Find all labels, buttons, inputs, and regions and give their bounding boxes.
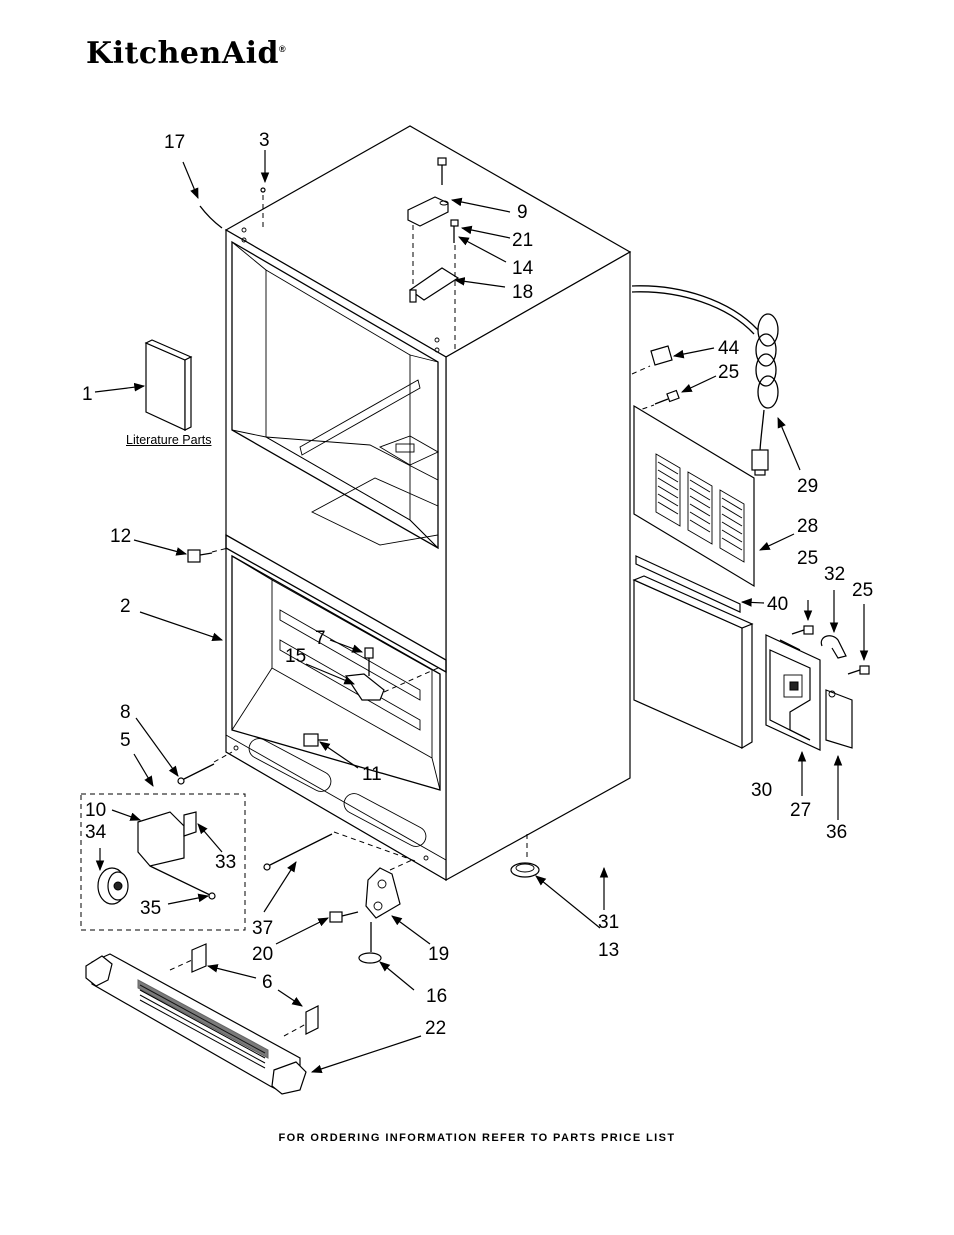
callout-1: 1 xyxy=(82,384,93,405)
callout-31: 31 xyxy=(598,912,619,933)
electrical-bracket xyxy=(765,634,821,751)
clip-32 xyxy=(820,635,847,659)
callout-19: 19 xyxy=(428,944,449,965)
grille-clip-right xyxy=(283,1005,319,1037)
callout-22: 22 xyxy=(425,1018,446,1039)
callout-3: 3 xyxy=(259,130,270,151)
callout-7: 7 xyxy=(315,628,326,649)
screw-12 xyxy=(187,547,229,563)
screw-20 xyxy=(329,911,359,923)
literature-parts-label: Literature Parts xyxy=(126,433,212,447)
callout-29: 29 xyxy=(797,476,818,497)
literature-book xyxy=(144,339,193,431)
top-hinge-parts xyxy=(199,157,460,350)
callout-8: 8 xyxy=(120,702,131,723)
callout-numbers: 1 2 3 5 6 7 8 9 10 11 12 13 14 15 16 17 … xyxy=(82,130,873,1039)
callout-27: 27 xyxy=(790,800,811,821)
trim-strip xyxy=(635,555,741,613)
foot-pad xyxy=(510,862,540,878)
callout-16: 16 xyxy=(426,986,447,1007)
callout-9: 9 xyxy=(517,202,528,223)
callout-35: 35 xyxy=(140,898,161,919)
callout-33: 33 xyxy=(215,852,236,873)
callout-2: 2 xyxy=(120,596,131,617)
toe-grille xyxy=(85,953,307,1095)
screw-25-top xyxy=(633,389,680,413)
callout-20: 20 xyxy=(252,944,273,965)
brand-logo: KitchenAid® xyxy=(86,36,287,71)
leader-lines xyxy=(94,150,869,1074)
callout-13: 13 xyxy=(598,940,619,961)
callout-40: 40 xyxy=(767,594,788,615)
screw-25-right-a xyxy=(791,625,814,635)
rod-8 xyxy=(177,751,233,785)
callout-14: 14 xyxy=(512,258,534,279)
callout-34: 34 xyxy=(85,822,107,843)
rear-access-panel xyxy=(633,404,755,588)
center-hinge-parts xyxy=(303,647,439,747)
callout-5: 5 xyxy=(120,730,131,751)
callout-10: 10 xyxy=(85,800,106,821)
callout-18: 18 xyxy=(512,282,533,303)
callout-32: 32 xyxy=(824,564,845,585)
grille-clip-left xyxy=(169,943,207,973)
callout-25-right-b: 25 xyxy=(852,580,873,601)
callout-15: 15 xyxy=(285,646,306,667)
callout-21: 21 xyxy=(512,230,533,251)
callout-17: 17 xyxy=(164,132,185,153)
cabinet xyxy=(224,125,632,882)
footer-note: FOR ORDERING INFORMATION REFER TO PARTS … xyxy=(278,1132,676,1144)
callout-12: 12 xyxy=(110,526,131,547)
bracket-19 xyxy=(365,859,413,919)
callout-36: 36 xyxy=(826,822,847,843)
callout-28: 28 xyxy=(797,516,818,537)
callout-25-right-a: 25 xyxy=(797,548,818,569)
leveler-16 xyxy=(358,922,382,964)
callout-11: 11 xyxy=(362,764,382,785)
callout-25-top: 25 xyxy=(718,362,739,383)
label-plate xyxy=(650,345,673,366)
callout-6: 6 xyxy=(262,972,273,993)
leveling-rod-37 xyxy=(263,831,419,871)
roller-assembly xyxy=(97,811,216,905)
callout-30: 30 xyxy=(751,780,772,801)
callout-37: 37 xyxy=(252,918,273,939)
callout-44: 44 xyxy=(718,338,740,359)
screw-25-right-b xyxy=(847,665,870,675)
roller-assembly-box xyxy=(80,793,246,931)
power-cord xyxy=(631,285,779,476)
cover-plate xyxy=(825,689,853,749)
compressor-cover xyxy=(632,575,754,750)
